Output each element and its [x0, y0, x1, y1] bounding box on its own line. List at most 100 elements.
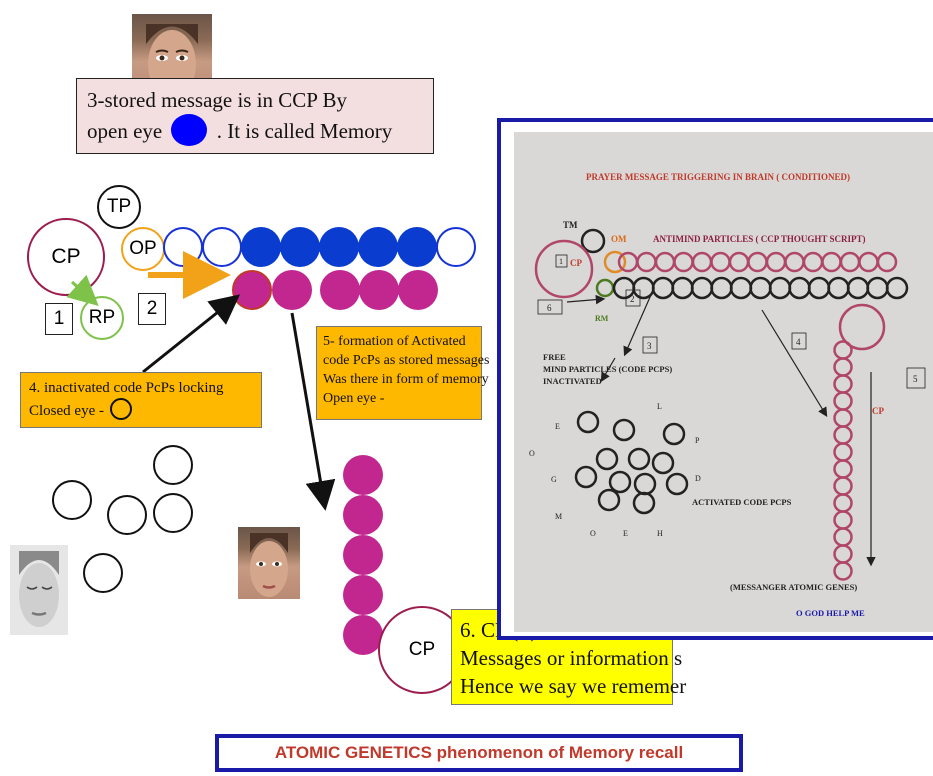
scattered-letter: O — [529, 449, 535, 458]
box5-line1: 5- formation of Activated — [323, 334, 466, 349]
activated-particle — [833, 340, 853, 360]
free-particle — [107, 495, 147, 535]
free-particle — [651, 451, 675, 475]
stored-message-box: 3-stored message is in CCP By open eye .… — [76, 78, 434, 154]
om-label: OM — [611, 234, 627, 244]
antimind-particle — [728, 251, 750, 273]
box4-line1: 4. inactivated code PcPs locking — [29, 380, 224, 396]
box6-line2: Messages or information s — [460, 646, 683, 670]
free-label-2: MIND PARTICLES (CODE PCPS) — [543, 364, 672, 374]
code-particle — [866, 276, 889, 300]
panel-num-1: 1 — [559, 257, 563, 266]
black-arrow-up — [142, 294, 241, 374]
free-particle — [576, 410, 600, 434]
blue-dot-icon — [171, 114, 208, 146]
tp-circle: TP — [97, 185, 141, 229]
pcp-column-2 — [343, 495, 383, 535]
god-label: O GOD HELP ME — [796, 608, 865, 618]
cp-big-circle-panel — [534, 239, 594, 299]
green-arrow — [66, 274, 99, 307]
box5-line3: Was there in form of memory — [323, 372, 489, 387]
panel-num-4: 4 — [796, 337, 801, 347]
pcp-blue-3 — [319, 227, 359, 267]
antimind-particle — [673, 251, 694, 273]
cp-label-panel-left: CP — [570, 258, 582, 268]
panel-num-4-box — [791, 332, 807, 350]
pcp-empty-3 — [436, 227, 476, 267]
stored-message-line2: open eye . It is called Memory — [87, 114, 423, 146]
antimind-particle — [691, 251, 713, 273]
antimind-row — [617, 251, 898, 273]
antimind-particle — [784, 251, 805, 273]
free-particle — [597, 488, 621, 512]
step-2-box: 2 — [138, 293, 166, 325]
cp-big-particle — [838, 303, 886, 351]
panel-num-1-box — [555, 254, 568, 268]
pcp-column-5 — [343, 615, 383, 655]
rm-label: RM — [595, 314, 609, 323]
footer-title-box: ATOMIC GENETICS phenomenon of Memory rec… — [215, 734, 743, 772]
antimind-particle — [617, 251, 639, 273]
antimind-particle — [821, 251, 842, 273]
pcp-magenta-3 — [320, 270, 360, 310]
pcp-blue-5 — [397, 227, 437, 267]
panel-num-3: 3 — [647, 341, 652, 351]
code-particle — [788, 276, 811, 300]
closed-eye-label: Closed eye - — [29, 403, 104, 419]
step-1-label: 1 — [53, 308, 65, 329]
code-particle — [671, 276, 694, 300]
free-particle — [612, 418, 636, 442]
panel-arrow — [761, 309, 828, 418]
panel-num-5: 5 — [913, 374, 918, 384]
pcp-column-1 — [343, 455, 383, 495]
activated-particle — [833, 408, 853, 428]
code-particle — [768, 276, 792, 300]
free-label-3: INACTIVATED — [543, 376, 602, 386]
scattered-letter: E — [623, 529, 628, 538]
panel-arrow — [600, 357, 616, 383]
open-eye-label: open eye — [87, 119, 163, 143]
scattered-letter: G — [551, 475, 557, 484]
free-particle — [595, 447, 619, 471]
rm-circle — [595, 278, 615, 298]
free-particle — [83, 553, 123, 593]
code-particle — [807, 276, 831, 300]
prayer-message-panel: PRAYER MESSAGE TRIGGERING IN BRAIN ( CON… — [497, 118, 933, 640]
pcp-column-4 — [343, 575, 383, 615]
code-row — [612, 276, 909, 300]
activated-particle — [833, 442, 853, 462]
panel-arrow — [623, 287, 655, 357]
box5-line4: Open eye - — [323, 391, 385, 406]
panel-num-2: 2 — [630, 294, 635, 304]
free-particle — [574, 465, 598, 489]
free-particle — [662, 422, 686, 446]
free-particle — [52, 480, 92, 520]
pcp-magenta-4 — [359, 270, 399, 310]
antimind-particle — [636, 251, 657, 273]
rp-label: RP — [88, 307, 116, 328]
memory-label: . It is called Memory — [216, 119, 393, 143]
code-particle — [651, 276, 675, 300]
free-particle — [153, 493, 193, 533]
scattered-letter: O — [590, 529, 596, 538]
activated-particle — [833, 391, 853, 411]
scattered-letter: H — [657, 529, 663, 538]
antimind-particle — [654, 251, 676, 273]
activated-particle — [833, 374, 853, 394]
pcp-column-3 — [343, 535, 383, 575]
pcp-blue-2 — [280, 227, 320, 267]
free-particle — [608, 470, 632, 494]
step-1-box: 1 — [45, 303, 73, 335]
code-particle — [846, 276, 870, 300]
panel-num-6-box — [537, 299, 563, 315]
tm-label: TM — [563, 220, 578, 230]
free-particle — [153, 445, 193, 485]
panel-arrow — [566, 294, 606, 305]
inactivated-locking-box: 4. inactivated code PcPs locking Closed … — [20, 372, 262, 428]
code-particle — [690, 276, 714, 300]
free-particle — [665, 472, 689, 496]
activated-column — [833, 303, 886, 581]
scattered-letter: L — [657, 402, 662, 411]
